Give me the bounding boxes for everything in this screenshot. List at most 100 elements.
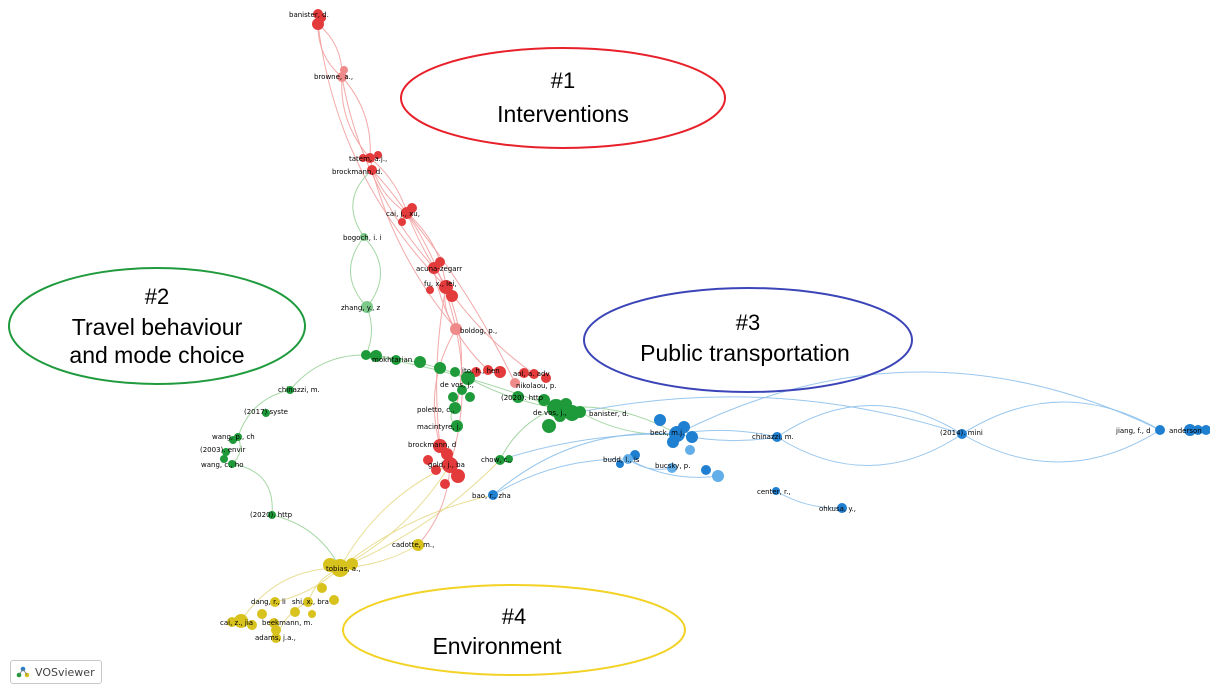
network-node[interactable]: [685, 445, 695, 455]
node-label-y2020a: (2020). http: [501, 394, 544, 402]
network-node[interactable]: [451, 469, 465, 483]
network-node[interactable]: [414, 356, 426, 368]
node-tobias[interactable]: [331, 559, 349, 577]
network-node[interactable]: [654, 414, 666, 426]
node-gold[interactable]: [442, 457, 458, 473]
node-label-chinazzi1: chinazzi, m.: [278, 386, 320, 394]
node-brockmann1[interactable]: [367, 165, 377, 175]
network-node[interactable]: [374, 151, 382, 159]
network-node[interactable]: [440, 479, 450, 489]
network-node[interactable]: [465, 392, 475, 402]
node-nikolaou[interactable]: [510, 378, 520, 388]
node-anderson[interactable]: [1184, 424, 1196, 436]
network-node[interactable]: [448, 392, 458, 402]
node-beck[interactable]: [669, 426, 685, 442]
cluster-3-number: #3: [736, 310, 760, 335]
network-node[interactable]: [541, 373, 551, 383]
node-label-adams: adams, j.a.,: [255, 634, 296, 642]
network-node[interactable]: [391, 355, 401, 365]
node-bogoch[interactable]: [360, 233, 368, 241]
vosviewer-brand: VOSviewer: [35, 665, 95, 679]
network-node[interactable]: [220, 455, 228, 463]
node-y2003[interactable]: [222, 448, 230, 456]
network-node[interactable]: [426, 286, 434, 294]
network-node[interactable]: [431, 465, 441, 475]
node-dang[interactable]: [270, 597, 280, 607]
node-banister[interactable]: [312, 18, 324, 30]
network-node[interactable]: [1201, 425, 1210, 435]
node-label-banister: banister, d.: [289, 11, 329, 19]
node-banister2[interactable]: [574, 406, 586, 418]
network-edge: [467, 377, 557, 409]
network-node[interactable]: [519, 368, 529, 378]
network-node[interactable]: [317, 583, 327, 593]
network-node[interactable]: [398, 218, 406, 226]
node-budd[interactable]: [623, 454, 633, 464]
node-aol[interactable]: [529, 369, 539, 379]
node-bao[interactable]: [488, 490, 498, 500]
node-mokhtarian[interactable]: [361, 350, 371, 360]
network-node[interactable]: [346, 558, 358, 570]
node-bucsky[interactable]: [667, 463, 677, 473]
node-jiang[interactable]: [1155, 425, 1165, 435]
node-devos1[interactable]: [461, 371, 475, 385]
node-wang-ho[interactable]: [228, 460, 236, 468]
network-edge: [499, 433, 678, 461]
network-node[interactable]: [616, 460, 624, 468]
network-node[interactable]: [434, 362, 446, 374]
network-node[interactable]: [257, 609, 267, 619]
node-poletto[interactable]: [449, 402, 461, 414]
node-chinazzi1[interactable]: [286, 386, 294, 394]
node-macintyre[interactable]: [451, 420, 463, 432]
network-node[interactable]: [370, 350, 382, 362]
node-cai-jia[interactable]: [234, 614, 248, 628]
network-edge: [237, 389, 291, 438]
network-node[interactable]: [359, 154, 367, 162]
network-node[interactable]: [505, 455, 513, 463]
node-ohkusa[interactable]: [837, 503, 847, 513]
network-node[interactable]: [450, 367, 460, 377]
node-wang-ch[interactable]: [234, 433, 242, 441]
node-devos2[interactable]: [547, 399, 565, 417]
node-ito[interactable]: [483, 365, 493, 375]
node-label-brockmann1: brockmann, d.: [332, 168, 382, 176]
network-edge: [339, 464, 451, 569]
network-node[interactable]: [494, 366, 506, 378]
network-node[interactable]: [457, 385, 467, 395]
node-shi[interactable]: [303, 597, 313, 607]
network-node[interactable]: [308, 610, 316, 618]
node-y2014[interactable]: [957, 429, 967, 439]
node-brockmann2[interactable]: [433, 439, 447, 453]
node-label-dang: dang, r., li: [251, 598, 286, 606]
network-node[interactable]: [542, 419, 556, 433]
network-node[interactable]: [686, 431, 698, 443]
network-node[interactable]: [1193, 425, 1203, 435]
node-beekmann[interactable]: [269, 618, 279, 628]
node-acuna[interactable]: [428, 262, 440, 274]
node-center[interactable]: [772, 487, 780, 495]
node-cai-xu[interactable]: [401, 207, 413, 219]
node-boldog[interactable]: [450, 323, 462, 335]
network-node[interactable]: [712, 470, 724, 482]
node-tatem[interactable]: [365, 153, 375, 163]
node-adams[interactable]: [271, 633, 281, 643]
node-chinazzi2[interactable]: [772, 432, 782, 442]
node-y2020b[interactable]: [268, 511, 276, 519]
node-browne[interactable]: [337, 72, 347, 82]
node-label-chinazzi2: chinazzi, m.: [752, 433, 794, 441]
node-cadotte[interactable]: [412, 539, 424, 551]
node-y2020a[interactable]: [512, 391, 524, 403]
network-node[interactable]: [423, 455, 433, 465]
network-node[interactable]: [247, 620, 257, 630]
network-node[interactable]: [290, 607, 300, 617]
node-fu[interactable]: [439, 280, 453, 294]
network-edge: [317, 23, 447, 288]
node-label-bucsky: bucsky, p.: [655, 462, 690, 470]
node-zhang[interactable]: [361, 301, 373, 313]
node-y2017[interactable]: [262, 409, 270, 417]
network-node[interactable]: [329, 595, 339, 605]
node-chow[interactable]: [495, 455, 505, 465]
network-node[interactable]: [701, 465, 711, 475]
network-node[interactable]: [538, 394, 550, 406]
